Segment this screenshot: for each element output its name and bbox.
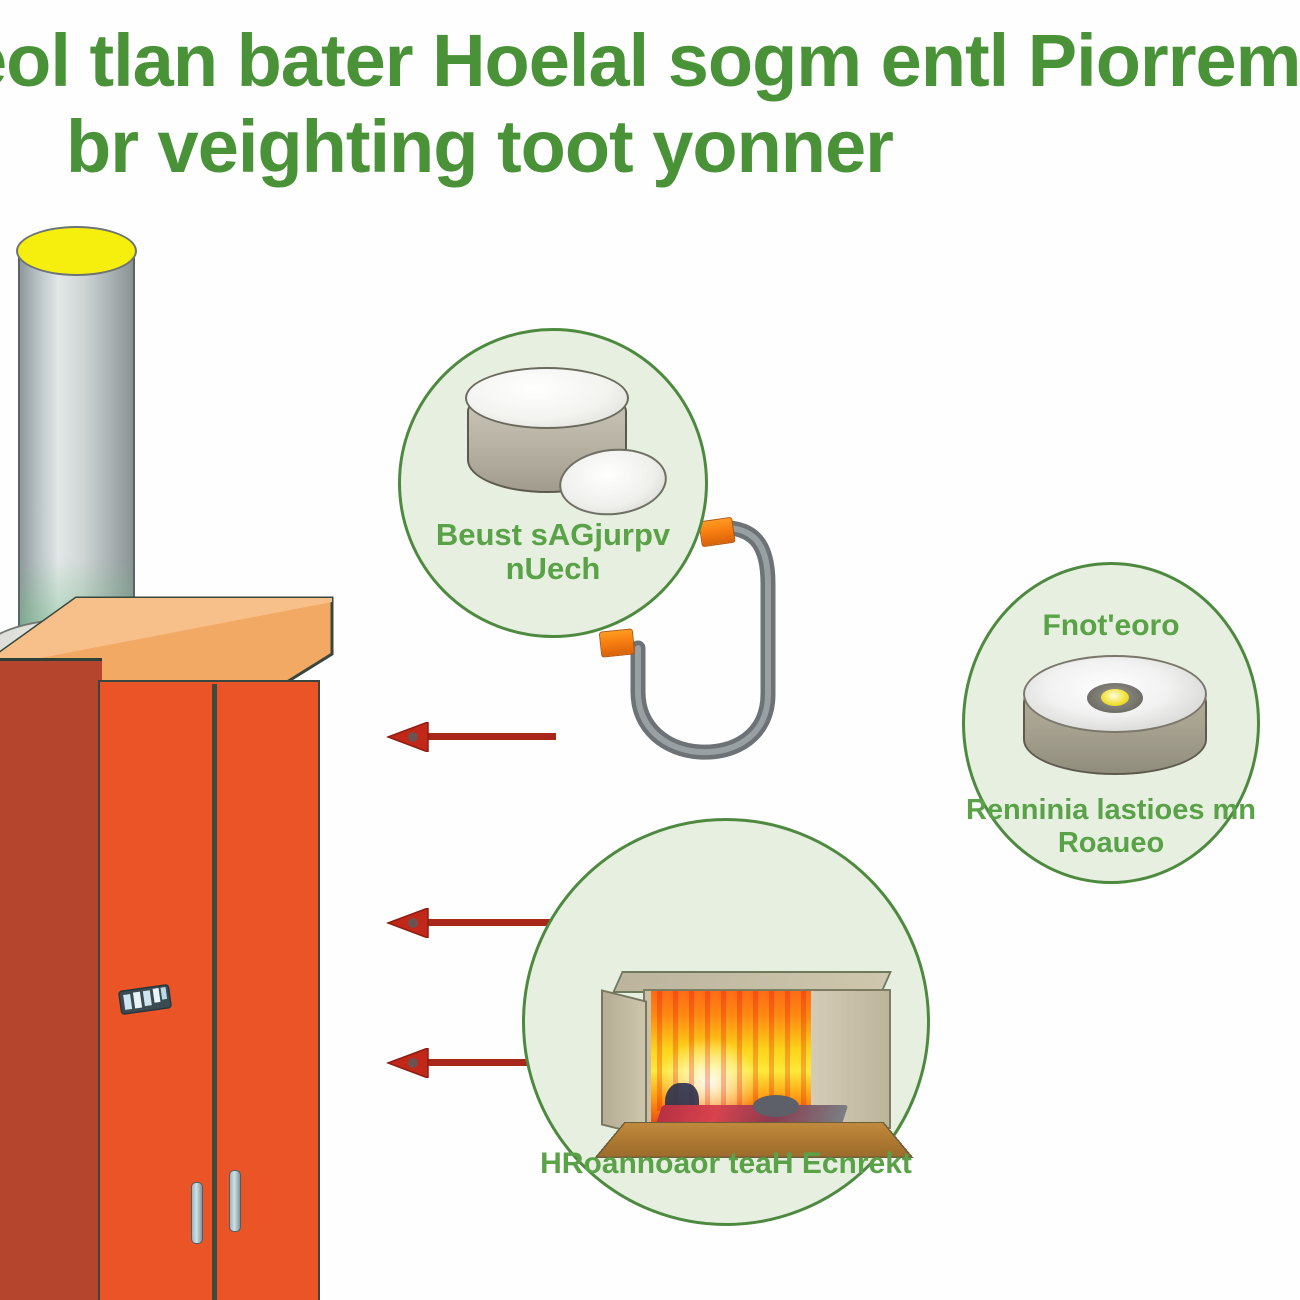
burner-pilot-flame-icon [1101, 689, 1129, 706]
callout-label-burner-bottom: Renninia lastioes mn Roaueo [965, 794, 1257, 859]
cabinet-side-panel [0, 658, 102, 1300]
callout-circle-chamber[interactable]: HRoannoaor teaH Ecnrekt [522, 818, 930, 1226]
flue-cap-icon [16, 226, 137, 276]
door-handle-left[interactable] [191, 1182, 203, 1244]
title-line-2: br veighting toot yonner [66, 105, 894, 188]
pump-cap-icon [465, 367, 629, 429]
combustion-chamber-icon [567, 929, 914, 1158]
callout-label-pump: Beust sAGjurpv nUech [435, 516, 671, 587]
chamber-port-icon [753, 1095, 799, 1117]
flexible-hose [630, 520, 776, 760]
callout-circle-pump[interactable]: Beust sAGjurpv nUech [398, 328, 708, 638]
page-title: eol tlan bater Hoelal sogm entl Piorrem … [0, 18, 1300, 190]
chamber-floor [594, 1121, 914, 1158]
hose-clamp-lower [598, 628, 636, 658]
heating-boiler-cabinet [0, 226, 350, 1300]
chamber-left-wall [601, 989, 647, 1137]
door-handle-right[interactable] [229, 1170, 241, 1232]
hose-clamp-upper [698, 516, 736, 548]
door-seam [212, 684, 217, 1300]
vent-grille-icon [118, 984, 173, 1016]
callout-arrow-top [386, 722, 556, 752]
title-line-1: eol tlan bater Hoelal sogm entl Piorrem [0, 19, 1300, 102]
callout-arrow-bottom [386, 1048, 556, 1078]
callout-arrow-middle [386, 908, 556, 938]
callout-label-burner-top: Fnot'eoro [1042, 609, 1180, 642]
callout-circle-burner[interactable]: Fnot'eoro Renninia lastioes mn Roaueo [962, 562, 1260, 884]
